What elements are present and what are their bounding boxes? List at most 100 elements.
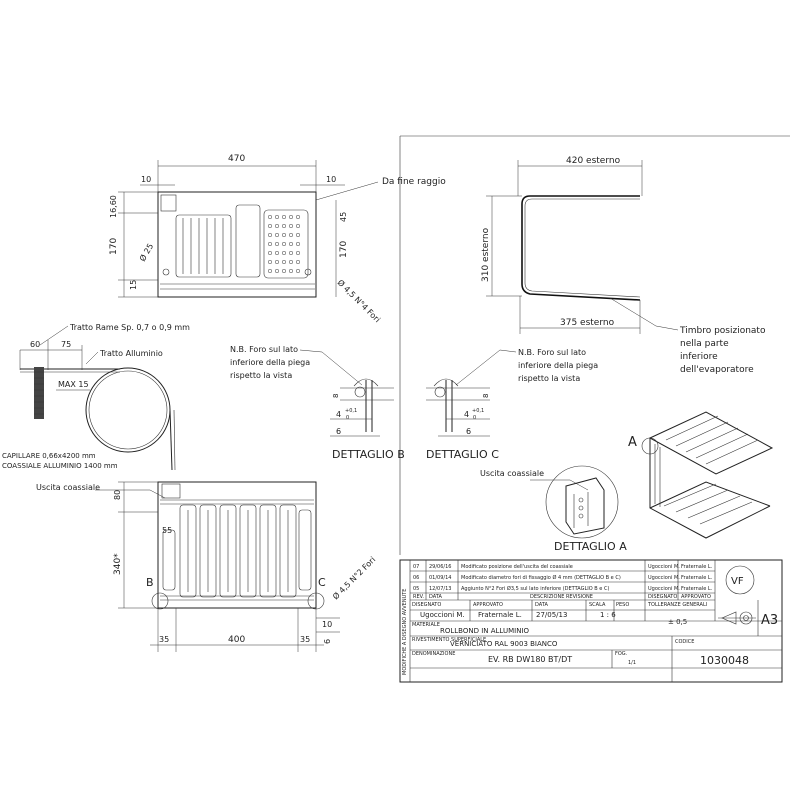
detail-b-plate [365, 380, 373, 432]
detail-b-dim-6: 6 [336, 427, 341, 436]
aluminium-section-label: Tratto Alluminio [99, 349, 163, 358]
dim-10-left: 10 [141, 175, 151, 184]
rev-2-date: 12/07/13 [429, 586, 451, 592]
dim-470: 470 [228, 154, 245, 164]
detail-b-note-2: inferiore della piega [230, 358, 310, 367]
detail-c-plate [445, 380, 453, 432]
sheet-format: A3 [761, 613, 778, 628]
rev-2-num: 05 [413, 586, 419, 592]
code-label: CODICE [675, 639, 694, 645]
capillary-spec-1: CAPILLARE 0,66x4200 mm [2, 452, 96, 460]
scale-value: 1 : 6 [600, 611, 616, 619]
weight-label: PESO [616, 602, 629, 608]
front-plate-outline [157, 481, 317, 609]
capillary-tail [169, 409, 173, 471]
front-dim-6: 6 [323, 639, 332, 644]
drawn-by: Ugoccioni M. [420, 611, 465, 619]
material-label: MATERIALE [412, 622, 440, 628]
detail-c-bend [433, 378, 459, 387]
front-dim-holes: Ø 4,5 N°2 Fori [330, 554, 377, 601]
front-detail-b-marker [151, 592, 169, 610]
rev-1-approved: Fraternale L. [681, 575, 713, 581]
dim-16-60: 16,60 [109, 195, 118, 218]
capillary-coil [85, 367, 171, 453]
detail-c-dim-4: 4 [464, 410, 469, 419]
detail-b: N.B. Foro sul lato inferiore della piega… [230, 345, 405, 461]
front-dim-80: 80 [113, 490, 122, 500]
detail-c-title: DETTAGLIO C [426, 448, 499, 461]
rev-0-approved: Fraternale L. [681, 564, 713, 570]
detail-c-dim-6: 6 [466, 427, 471, 436]
dim-holes-top: Ø 4,5 N°4 Fori [336, 277, 383, 324]
front-dim-340: 340* [113, 553, 123, 575]
title-block: MODIFICHE A DISEGNO AVVENUTE 07 29/06/16… [399, 559, 783, 683]
stamp-note-4: dell'evaporatore [680, 365, 754, 375]
detail-b-bend [353, 378, 379, 387]
top-bend-lines [160, 283, 315, 290]
projection-symbol-icon [718, 611, 756, 625]
sheet-label: FOG. [615, 651, 628, 657]
dim-60: 60 [30, 340, 40, 349]
rev-0-drawn: Ugoccioni M. [648, 564, 680, 570]
leader [299, 349, 363, 386]
iso-bottom-channels [663, 483, 753, 525]
detail-c-note-2: inferiore della piega [518, 361, 598, 370]
name-value: EV. RB DW180 BT/DT [488, 655, 572, 664]
iso-bottom-plate [649, 481, 771, 509]
rev-0-desc: Modificato posizione dell'uscita del coa… [461, 564, 573, 570]
detail-a-grooves [573, 492, 589, 528]
rev-1-drawn: Ugoccioni M. [648, 575, 680, 581]
top-hole [162, 268, 170, 276]
detail-a-coax-label: Uscita coassiale [480, 469, 544, 478]
rev-1-desc: Modificato diametro fori di fissaggio Ø … [461, 574, 621, 581]
side-profile-inner [524, 198, 641, 298]
tolerance-value: ± 0,5 [668, 618, 687, 626]
front-dim-55: 55 [162, 526, 172, 535]
top-channel-serpentine [182, 218, 224, 274]
detail-a-hole [578, 505, 584, 511]
leader [455, 349, 517, 386]
rev-0-date: 29/06/16 [429, 564, 451, 570]
company-logo [725, 565, 755, 595]
drawn-label: DISEGNATO [412, 602, 441, 608]
top-dot-grid [263, 209, 309, 279]
capillary-spec-2: COASSIALE ALLUMINIO 1400 mm [2, 462, 118, 470]
detail-a-bracket [565, 477, 605, 535]
finish-value: VERNICIATO RAL 9003 BIANCO [450, 640, 558, 648]
iso-detail-a-marker [641, 437, 659, 455]
top-hole [304, 268, 312, 276]
detail-c-dim-8: 8 [482, 394, 490, 398]
material-value: ROLLBOND IN ALLUMINIO [440, 627, 530, 635]
capillary-view: 60 75 Tratto Rame Sp. 0,7 o 0,9 mm Tratt… [2, 323, 190, 471]
capillary-coil-inner [88, 370, 168, 450]
front-bend-lines [160, 499, 314, 601]
scale-label: SCALA [589, 602, 606, 608]
stamp-note-3: inferiore [680, 352, 718, 362]
leader [85, 351, 99, 365]
top-view: 470 10 10 Da fine raggio 16,60 170 15 Ø … [109, 154, 446, 324]
sheet-value: 1/1 [628, 660, 636, 666]
rev-1-num: 06 [413, 575, 419, 581]
rev-header-drawn: DISEGNATO [648, 594, 677, 600]
detail-b-hole [354, 386, 366, 398]
finish-label: RIVESTIMENTO SUPERFICIALE [412, 637, 486, 643]
detail-a-title: DETTAGLIO A [554, 540, 627, 553]
detail-c-tol-plus: +0,1 [472, 408, 484, 414]
tolerance-label: TOLLERANZE GENERALI [647, 602, 707, 608]
leader [95, 489, 166, 499]
dim-170-right: 170 [339, 241, 349, 258]
detail-c-hole [434, 386, 446, 398]
rev-0-num: 07 [413, 564, 419, 570]
dim-15: 15 [129, 280, 138, 290]
capillary-tail [173, 409, 176, 471]
iso-top-channels [665, 415, 759, 465]
dim-75: 75 [61, 340, 71, 349]
top-plate-outline [157, 191, 317, 298]
approved-label: APPROVATO [473, 602, 503, 608]
leader [609, 297, 679, 331]
name-label: DENOMINAZIONE [412, 651, 455, 657]
callout-da-fine-raggio: Da fine raggio [382, 177, 446, 187]
dim-10-right: 10 [326, 175, 336, 184]
rev-header-desc: DESCRIZIONE REVISIONE [530, 594, 593, 600]
